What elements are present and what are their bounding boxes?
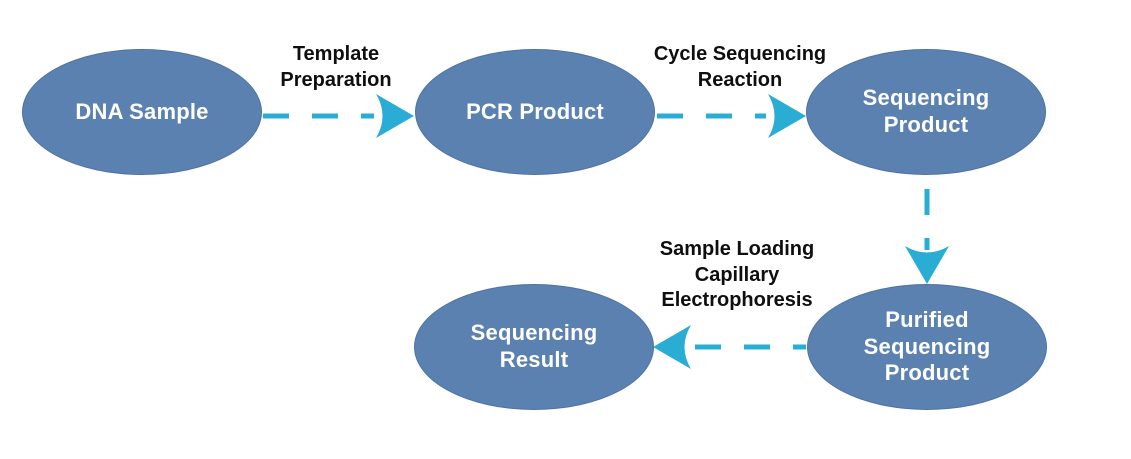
edge-electrophoresis-arrowhead-icon bbox=[653, 325, 691, 369]
node-purified-sequencing-product-label: Purified Sequencing Product bbox=[863, 306, 991, 386]
node-sequencing-result-label: Sequencing Result bbox=[470, 320, 598, 372]
edge-label-template-preparation: Template Preparation bbox=[280, 43, 392, 91]
node-pcr-product-label: PCR Product bbox=[466, 98, 604, 124]
edge-purification-arrowhead-icon bbox=[905, 246, 949, 284]
edge-label-sample-loading-capillary-electrophoresis: Sample Loading Capillary Electrophoresis bbox=[659, 238, 815, 312]
node-pcr-product: PCR Product bbox=[415, 49, 655, 175]
edge-template-preparation-arrowhead-icon bbox=[376, 94, 414, 138]
node-dna-sample: DNA Sample bbox=[22, 49, 262, 175]
edge-cycle-sequencing-arrowhead-icon bbox=[768, 94, 806, 138]
edge-label-cycle-sequencing-reaction: Cycle Sequencing Reaction bbox=[653, 43, 827, 91]
node-sequencing-product: Sequencing Product bbox=[806, 49, 1046, 175]
node-sequencing-result: Sequencing Result bbox=[414, 284, 654, 410]
node-sequencing-product-label: Sequencing Product bbox=[862, 85, 990, 137]
node-dna-sample-label: DNA Sample bbox=[75, 98, 209, 124]
node-purified-sequencing-product: Purified Sequencing Product bbox=[807, 284, 1047, 410]
